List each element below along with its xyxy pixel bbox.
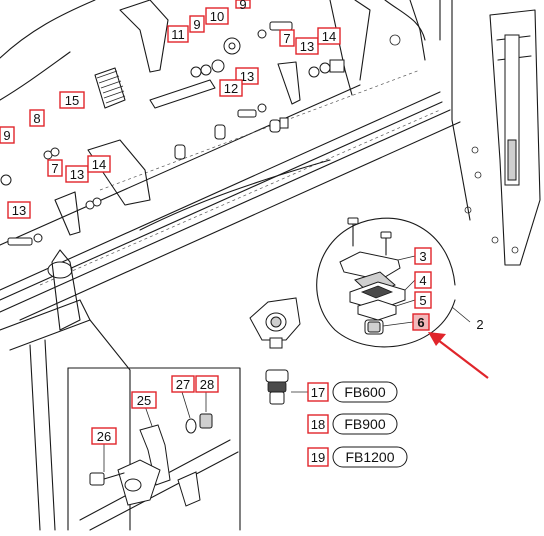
- callout-box: [195, 375, 219, 393]
- callout-number: 17: [311, 385, 325, 400]
- callout-c11: 11: [167, 25, 189, 43]
- callout-number: 26: [97, 429, 111, 444]
- callout-box: [295, 37, 319, 55]
- model-label-fb1200: FB1200: [345, 449, 394, 465]
- callout-c10: 10: [205, 7, 229, 25]
- callout-box: [29, 109, 45, 127]
- model-label-fb900: FB900: [344, 416, 385, 432]
- callout-box: [219, 79, 243, 97]
- spring-part: [94, 67, 126, 109]
- callout-box: [65, 165, 89, 183]
- callout-c17: 17: [307, 382, 329, 402]
- callout-box: [414, 247, 432, 265]
- callout-c28: 28: [195, 375, 219, 393]
- callout-box: [91, 427, 117, 445]
- model-label-fb600: FB600: [344, 384, 385, 400]
- callout-c27: 27: [171, 375, 195, 393]
- callout-box: [307, 382, 329, 402]
- callout-box: [307, 414, 329, 434]
- callout-c14b: 14: [87, 155, 111, 173]
- callout-number: 3: [419, 249, 426, 264]
- callout-box: [59, 91, 85, 109]
- callout-number: 13: [300, 39, 314, 54]
- callout-c9c: 9: [0, 126, 15, 144]
- callout-c7b: 7: [47, 159, 63, 177]
- callout-c15: 15: [59, 91, 85, 109]
- callout-c9a: 9: [189, 15, 205, 33]
- model-pill-fb1200: [332, 446, 408, 468]
- callout-number: 2: [476, 317, 483, 332]
- callout-number: 14: [92, 157, 106, 172]
- callout-number: 28: [200, 377, 214, 392]
- callout-number: 6: [417, 315, 424, 330]
- callout-box: [317, 27, 341, 45]
- callout-number: 19: [311, 450, 325, 465]
- callout-box: [87, 155, 111, 173]
- callout-box: [279, 29, 295, 47]
- callout-number: 9: [239, 0, 246, 12]
- callout-box: [7, 201, 31, 219]
- callout-c6: 6: [412, 313, 430, 331]
- callout-c25: 25: [131, 391, 157, 409]
- callout-c3: 3: [414, 247, 432, 265]
- callout-number: 12: [224, 81, 238, 96]
- callout-number: 27: [176, 377, 190, 392]
- callout-c13d: 13: [7, 201, 31, 219]
- callout-c12: 12: [219, 79, 243, 97]
- callout-number: 15: [65, 93, 79, 108]
- callout-box: [167, 25, 189, 43]
- callout-box: [0, 126, 15, 144]
- callout-number: 7: [51, 161, 58, 176]
- callout-c19: 19: [307, 447, 329, 467]
- inset-detail: [67, 367, 241, 531]
- callout-c7a: 7: [279, 29, 295, 47]
- callout-c14a: 14: [317, 27, 341, 45]
- callout-number: 11: [171, 27, 185, 42]
- highlight-arrow: [428, 332, 489, 379]
- callout-c5: 5: [414, 291, 432, 309]
- callout-c26: 26: [91, 427, 117, 445]
- callout-c8: 8: [29, 109, 45, 127]
- callout-c13a: 13: [295, 37, 319, 55]
- model-pill-fb600: [332, 381, 398, 403]
- callout-box: [205, 7, 229, 25]
- callout-c9b: 9: [235, 0, 251, 12]
- model-pill-fb900: [332, 413, 398, 435]
- callout-box: [414, 291, 432, 309]
- callout-number: 9: [3, 128, 10, 143]
- callout-number: 9: [193, 17, 200, 32]
- model-pills: FB600 FB900 FB1200: [332, 381, 408, 468]
- callout-number: 13: [70, 167, 84, 182]
- callout-box: [414, 271, 432, 289]
- callout-number: 10: [210, 9, 224, 24]
- callout-number: 5: [419, 293, 426, 308]
- callout-c4: 4: [414, 271, 432, 289]
- callout-c13c: 13: [65, 165, 89, 183]
- detail-circle: [316, 217, 471, 348]
- callout-number: 7: [283, 31, 290, 46]
- callout-box: [131, 391, 157, 409]
- callout-box: [171, 375, 195, 393]
- callout-box: [412, 313, 430, 331]
- callout-number: 8: [33, 111, 40, 126]
- fitting-assembly: [249, 297, 308, 405]
- callout-number: 18: [311, 417, 325, 432]
- callout-number: 14: [322, 29, 336, 44]
- callout-number: 13: [240, 69, 254, 84]
- callout-number: 25: [137, 393, 151, 408]
- callout-number: 13: [12, 203, 26, 218]
- callout-box: [189, 15, 205, 33]
- callout-box: [235, 0, 251, 9]
- callout-number: 4: [419, 273, 426, 288]
- callout-box: [47, 159, 63, 177]
- callout-box: [307, 447, 329, 467]
- callout-c18: 18: [307, 414, 329, 434]
- callout-c2: 2: [476, 317, 483, 332]
